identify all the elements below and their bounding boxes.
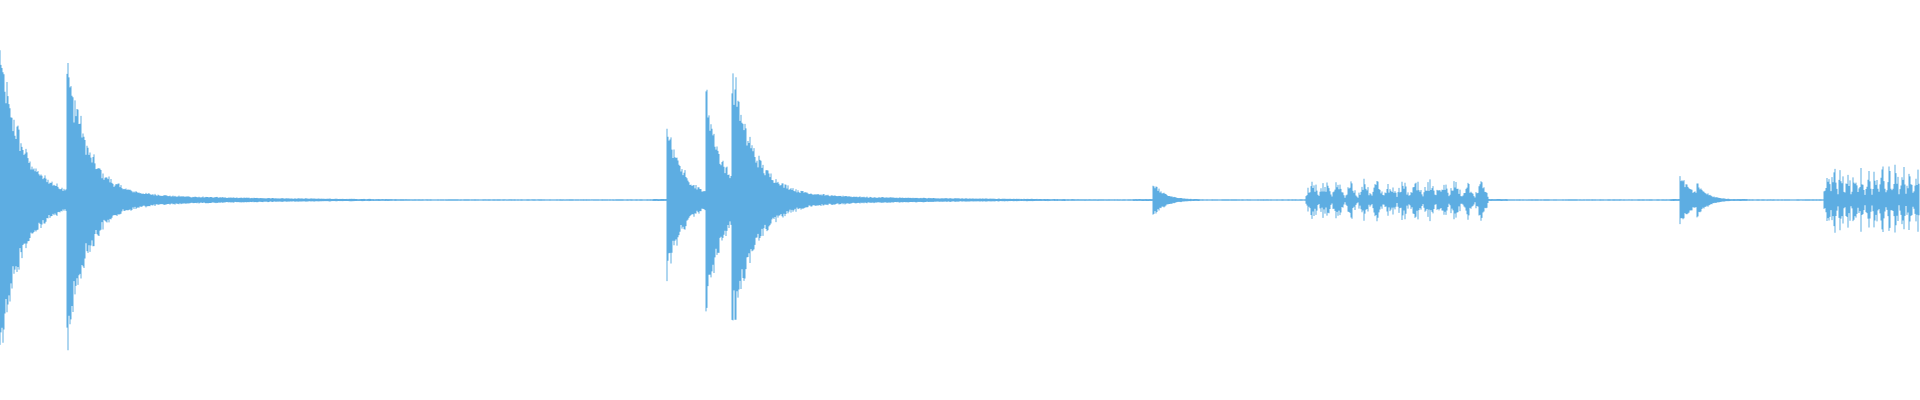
waveform-trace	[0, 50, 1920, 351]
